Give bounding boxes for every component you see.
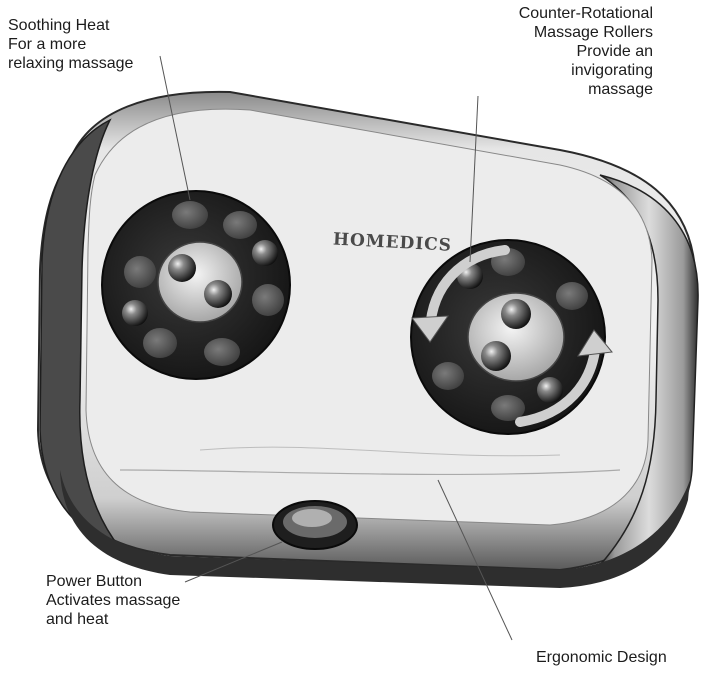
- callout-line: relaxing massage: [8, 55, 134, 72]
- roller-ball: [122, 300, 148, 326]
- callout-line: Activates massage: [46, 592, 181, 609]
- callout-line: massage: [588, 81, 653, 98]
- roller-ball: [204, 280, 232, 308]
- callout-rollers: Counter-Rotational Massage Rollers Provi…: [519, 4, 653, 99]
- callout-power-button: Power Button Activates massage and heat: [46, 572, 180, 629]
- callout-line: Counter-Rotational: [518, 5, 653, 22]
- power-button[interactable]: [272, 500, 358, 550]
- callout-line: and heat: [46, 611, 109, 628]
- callout-line: Massage Rollers: [533, 24, 653, 41]
- roller-ball: [252, 240, 278, 266]
- left-massage-plate: [101, 190, 291, 380]
- callout-ergonomic-design: Ergonomic Design: [536, 648, 667, 667]
- callout-soothing-heat: Soothing Heat For a more relaxing massag…: [8, 16, 133, 73]
- roller-ball: [537, 377, 563, 403]
- callout-line: Ergonomic Design: [536, 649, 667, 666]
- roller-ball: [481, 341, 511, 371]
- rotation-arrow-icon: [411, 245, 613, 427]
- callout-line: Soothing Heat: [8, 17, 110, 34]
- callout-line: invigorating: [571, 62, 653, 79]
- callout-leaders: [159, 55, 513, 641]
- callout-line: For a more: [8, 36, 87, 53]
- right-massage-plate: [410, 239, 613, 435]
- callout-line: Power Button: [46, 573, 143, 590]
- roller-ball: [168, 254, 196, 282]
- roller-ball: [501, 299, 531, 329]
- massage-nodes-left: [124, 201, 284, 366]
- callout-line: Provide an: [576, 43, 654, 60]
